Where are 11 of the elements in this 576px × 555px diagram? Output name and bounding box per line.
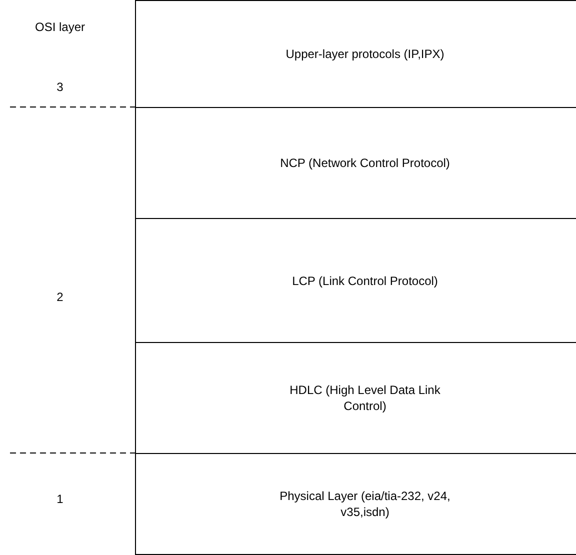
layer-number: 2: [56, 290, 64, 304]
layer-name: HDLC (High Level Data Link Control): [288, 382, 442, 414]
layer-number: 1: [56, 492, 64, 506]
protocol-layer-box: [135, 0, 576, 108]
layer-name: NCP (Network Control Protocol): [279, 155, 451, 171]
layer-name: LCP (Link Control Protocol): [291, 272, 439, 288]
layer-name: Physical Layer (eia/tia-232, v24, v35,isdn): [278, 488, 452, 520]
protocol-layer-box: [135, 453, 576, 555]
osi-layer-heading: OSI layer: [34, 20, 86, 34]
layer-number: 3: [56, 80, 64, 94]
layer-name: Upper-layer protocols (IP,IPX): [284, 46, 446, 62]
